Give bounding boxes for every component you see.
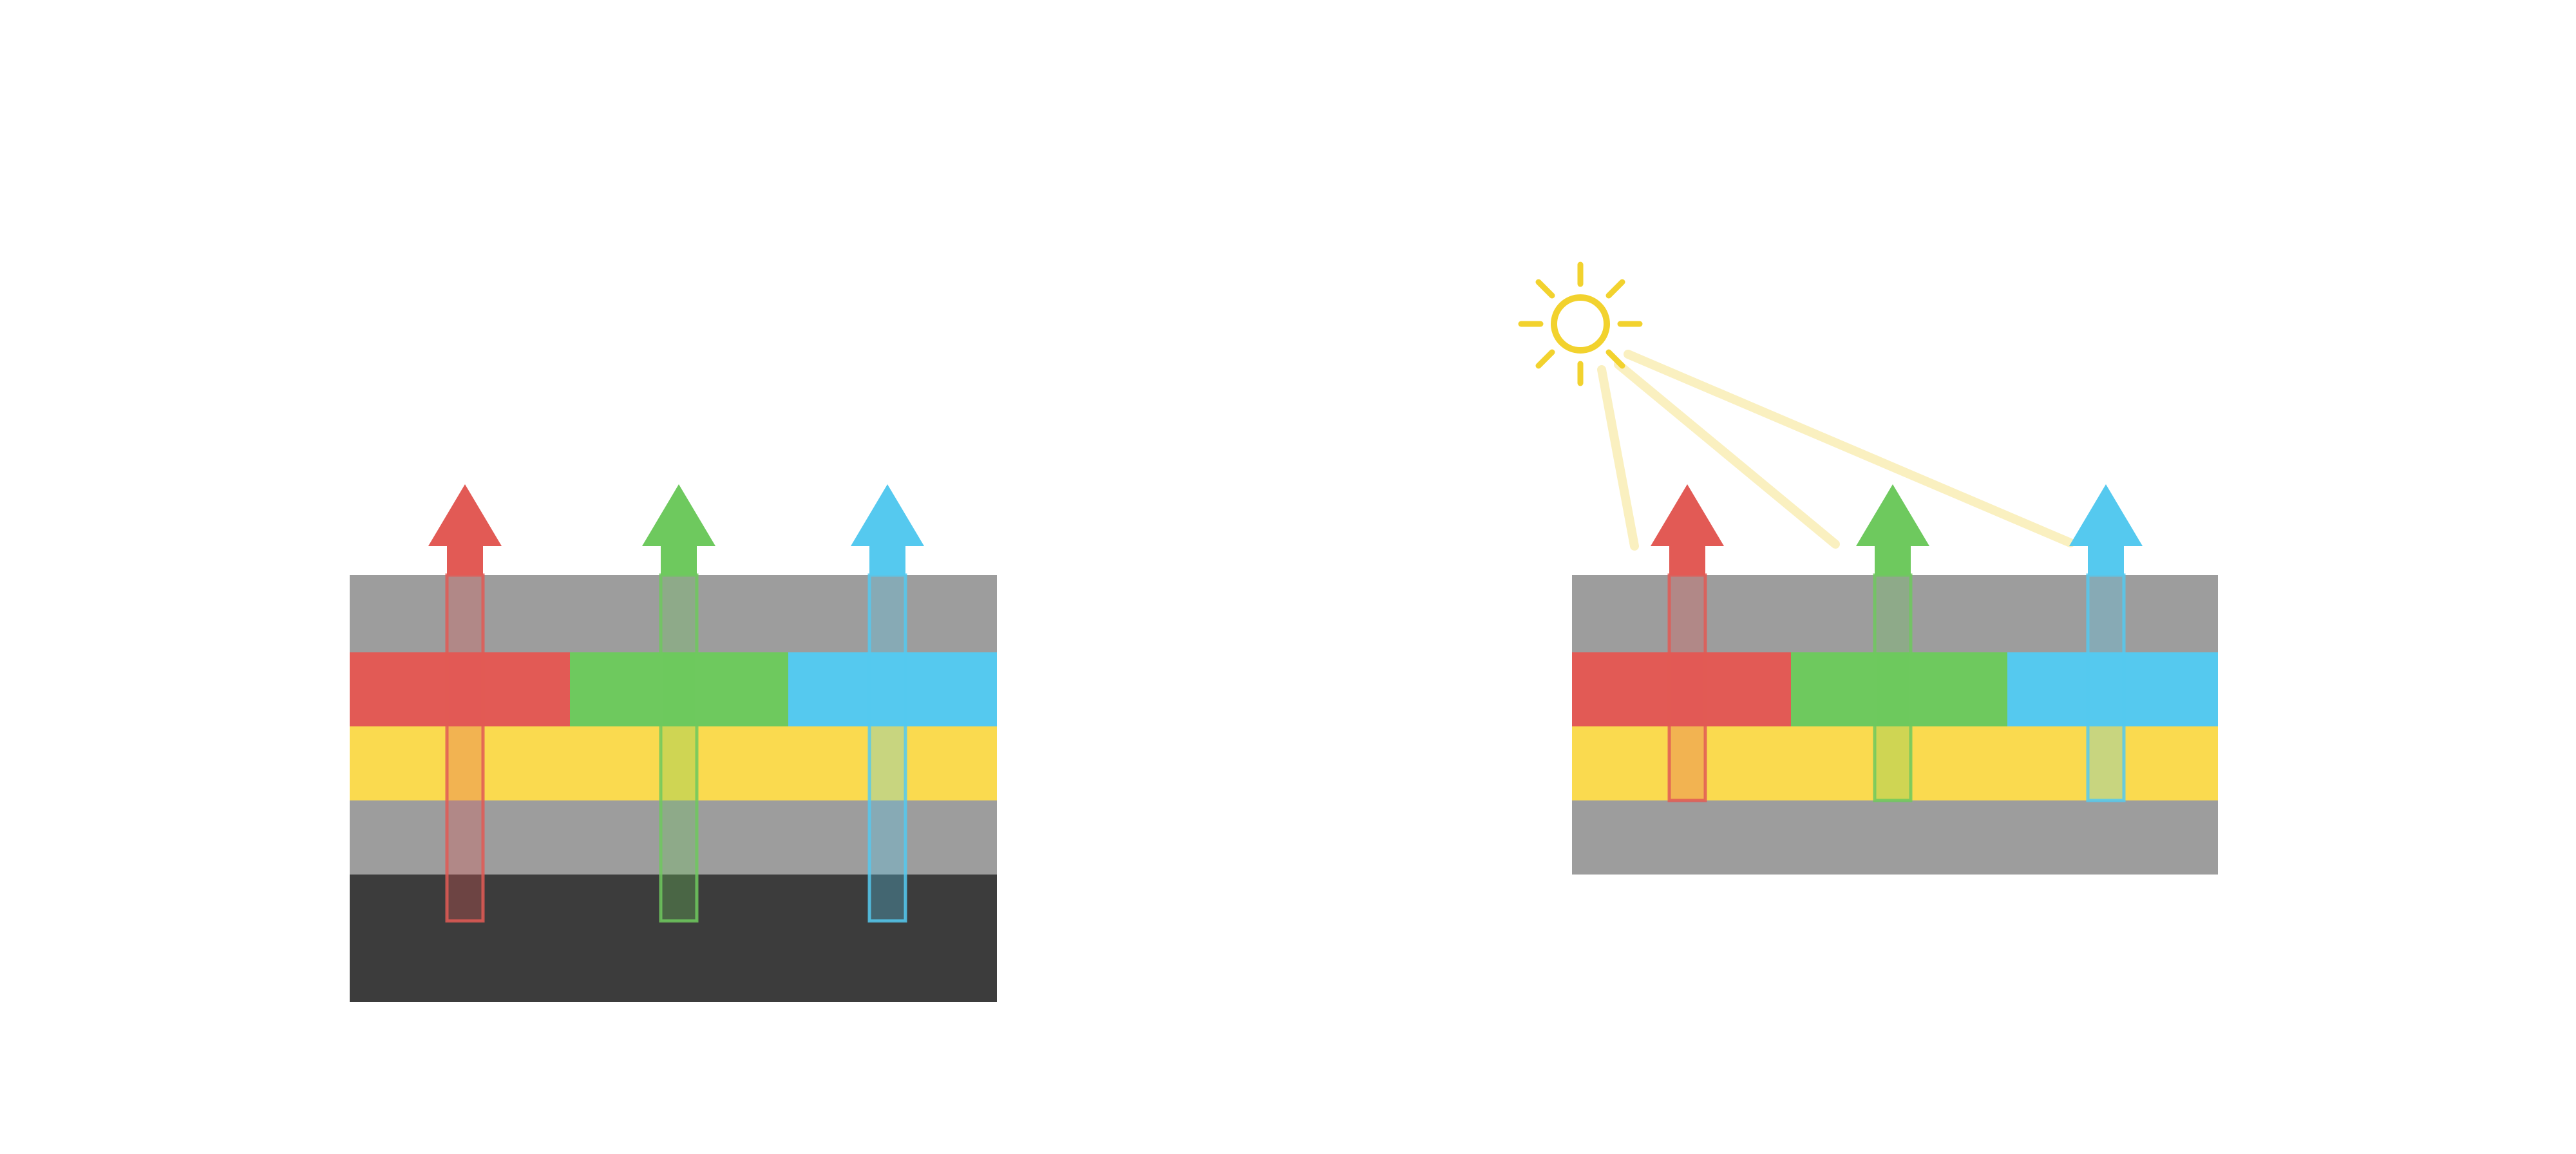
right-display-stack <box>1572 484 2218 875</box>
left-cyan-arrow-head <box>851 484 924 575</box>
right-red-arrow-head <box>1651 484 1724 575</box>
left-display-stack <box>350 484 997 1002</box>
sun-ray <box>1535 279 1555 299</box>
left-green-light-arrow <box>642 484 715 923</box>
sun-ray <box>1605 279 1625 299</box>
right-yellow-layer <box>1572 726 2218 800</box>
left-cyan-light-arrow <box>851 484 924 923</box>
right-gray-bottom-layer <box>1572 800 2218 875</box>
right-red-subpixel <box>1572 652 1791 726</box>
left-red-arrow-head <box>428 484 502 575</box>
sun-ray <box>1535 349 1555 369</box>
right-green-light-arrow <box>1856 484 1929 802</box>
sun-beam-middle <box>1614 360 1840 549</box>
left-green-subpixel <box>570 652 788 726</box>
sun-rays <box>1518 261 1643 386</box>
left-green-arrow-head <box>642 484 715 575</box>
sun-beam-right <box>1624 350 2075 547</box>
left-red-light-arrow <box>428 484 502 923</box>
right-red-light-arrow <box>1651 484 1724 802</box>
right-gray-top-layer <box>1572 575 2218 652</box>
left-gray-lower-layer <box>350 800 997 875</box>
sun-beam-left <box>1597 365 1639 551</box>
left-cyan-arrow-shaft <box>867 573 907 923</box>
left-red-subpixel <box>350 652 570 726</box>
right-cyan-light-arrow <box>2069 484 2143 802</box>
left-yellow-layer <box>350 726 997 800</box>
right-cyan-arrow-shaft <box>2086 573 2126 802</box>
sun-core <box>1551 294 1610 354</box>
sun-ray <box>1605 349 1625 369</box>
right-green-arrow-head <box>1856 484 1929 575</box>
right-green-arrow-shaft <box>1873 573 1913 802</box>
left-dark-substrate-layer <box>350 875 997 1002</box>
right-red-arrow-shaft <box>1667 573 1707 802</box>
left-red-arrow-shaft <box>445 573 485 923</box>
left-green-arrow-shaft <box>659 573 699 923</box>
left-cyan-subpixel <box>788 652 997 726</box>
right-cyan-arrow-head <box>2069 484 2143 575</box>
right-green-subpixel <box>1791 652 2007 726</box>
sun-icon <box>1518 261 1643 386</box>
left-gray-top-layer <box>350 575 997 652</box>
right-cyan-subpixel <box>2007 652 2218 726</box>
sun-light-beams <box>1597 350 2075 551</box>
